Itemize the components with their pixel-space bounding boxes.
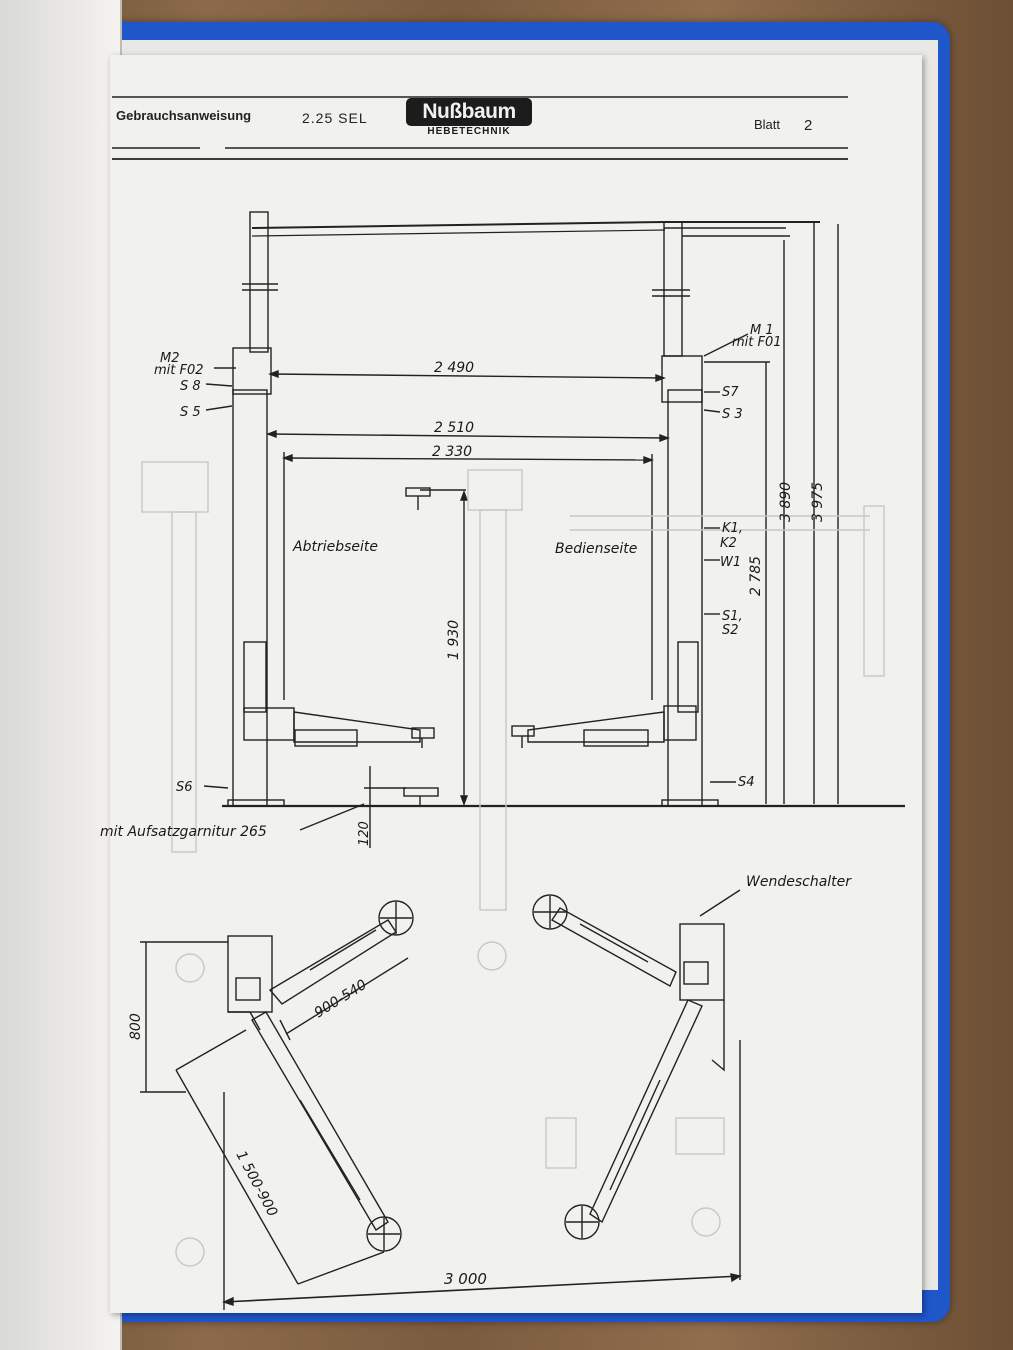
sheet-number: 2 (804, 117, 813, 134)
label-mit-f01: mit F01 (732, 335, 782, 350)
label-s5: S 5 (180, 405, 201, 420)
sheet-label: Blatt (754, 117, 781, 132)
label-s3: S 3 (722, 407, 743, 422)
logo-subtitle: HEBETECHNIK (427, 126, 511, 137)
label-m1: M 1 (750, 323, 774, 338)
dim-3000: 3 000 (444, 1270, 487, 1288)
dim-3975: 3 975 (810, 482, 826, 522)
previous-page-edge (0, 0, 122, 1350)
label-s6: S6 (176, 780, 193, 795)
nussbaum-logo: Nußbaum HEBETECHNIK (406, 98, 532, 142)
dim-120: 120 (357, 821, 372, 846)
label-m2: M2 (160, 351, 180, 366)
model-number: 2.25 SEL (302, 110, 368, 126)
label-s8: S 8 (180, 379, 201, 394)
dim-900-540: 900-540 (312, 977, 370, 1022)
dim-1500-900: 1 500-900 (232, 1148, 280, 1219)
logo-wordmark: Nußbaum (406, 98, 532, 126)
label-operator-side: Bedienseite (555, 541, 637, 557)
label-s4: S4 (738, 775, 755, 790)
dim-3890: 3 890 (778, 482, 794, 522)
label-w1: W1 (720, 555, 741, 570)
dim-2490: 2 490 (434, 360, 474, 376)
label-s1: S1, (722, 609, 743, 624)
label-s7: S7 (722, 385, 739, 400)
label-mit-f02: mit F02 (154, 363, 204, 378)
manual-page (110, 55, 922, 1313)
dim-800: 800 (128, 1013, 144, 1040)
dim-1930: 1 930 (446, 620, 462, 660)
label-k2: K2 (720, 536, 737, 551)
document-title: Gebrauchsanweisung (116, 108, 252, 123)
label-k1: K1, (722, 521, 743, 536)
dim-2510: 2 510 (434, 420, 474, 436)
dim-2785: 2 785 (748, 556, 764, 596)
label-attachment-set: mit Aufsatzgarnitur 265 (100, 824, 267, 840)
label-s2: S2 (722, 623, 739, 638)
label-drive-side: Abtriebseite (292, 539, 378, 555)
dim-2330: 2 330 (432, 444, 472, 460)
label-reversing-switch: Wendeschalter (746, 874, 852, 890)
